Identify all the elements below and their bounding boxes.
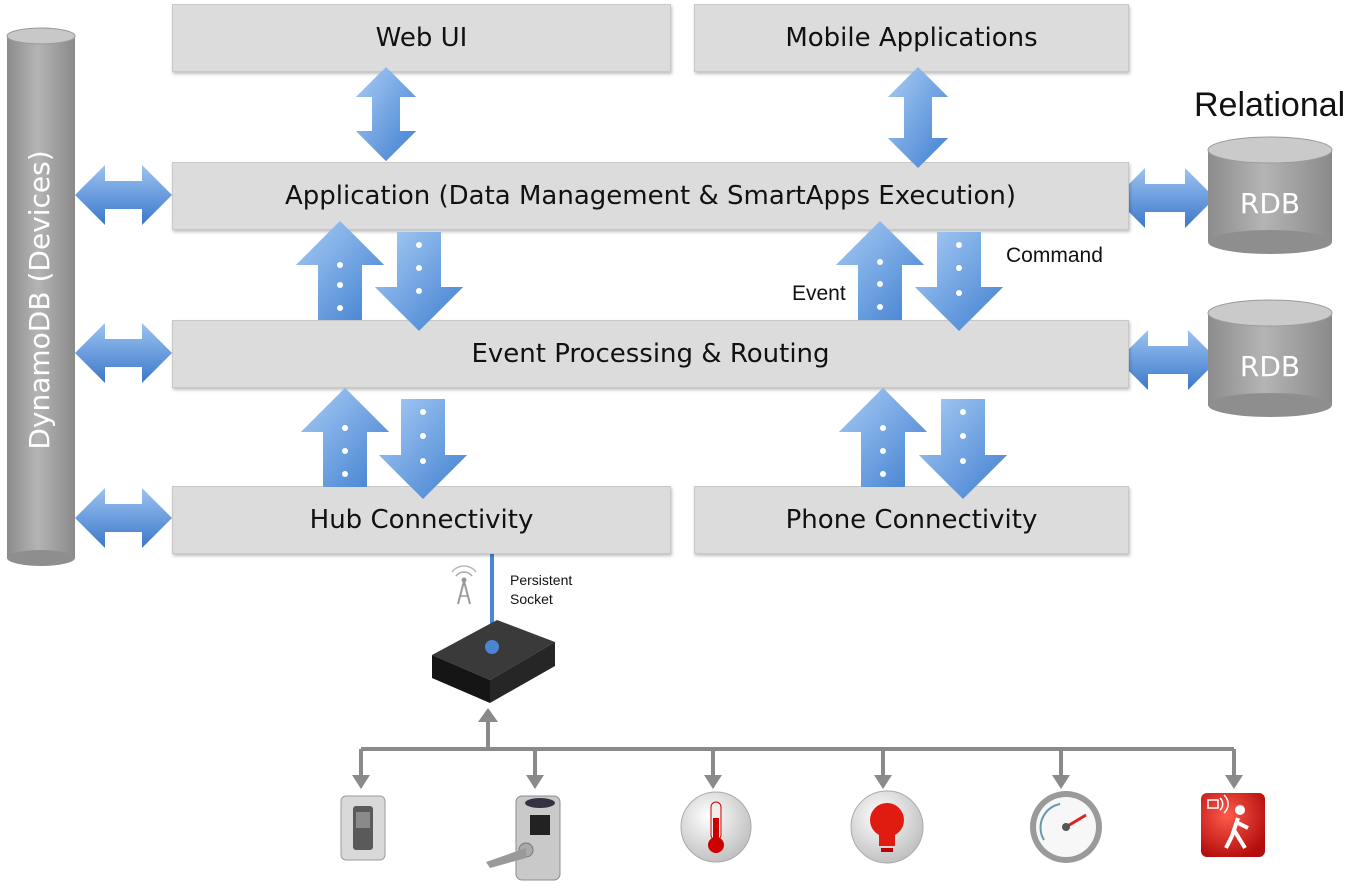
event-processing-box: Event Processing & Routing: [172, 320, 1129, 388]
persistent-socket-label: Persistent Socket: [510, 571, 572, 609]
dynamodb-app-double-arrow: [75, 165, 172, 225]
command-label: Command: [1006, 244, 1103, 267]
event-rdb-double-arrow: [1118, 330, 1218, 390]
thermometer-icon: [680, 791, 752, 863]
motion-sensor-icon: [1201, 793, 1265, 857]
hub-connectivity-label: Hub Connectivity: [309, 505, 534, 535]
hub-device-icon: [432, 620, 555, 703]
rdb-top-label: RDB: [1239, 187, 1301, 220]
event-up-arrow: [301, 388, 389, 487]
persistent-socket-line2: Socket: [510, 591, 553, 607]
command-down-arrow: [375, 232, 463, 331]
antenna-icon: [451, 565, 477, 605]
event-up-arrow: [839, 388, 927, 487]
light-bulb-icon: [850, 790, 924, 864]
web-ui-label: Web UI: [375, 23, 468, 53]
wall-switch-icon: [340, 795, 386, 861]
dynamodb-hub-double-arrow: [75, 488, 172, 548]
mobile-applications-label: Mobile Applications: [785, 23, 1038, 53]
command-down-arrow: [915, 232, 1003, 331]
event-label: Event: [792, 282, 846, 305]
device-bus-arrowheads: [352, 708, 1243, 789]
mobile-applications-box: Mobile Applications: [694, 4, 1129, 72]
command-down-arrow: [379, 399, 467, 499]
application-box: Application (Data Management & SmartApps…: [172, 162, 1129, 230]
web-ui-box: Web UI: [172, 4, 671, 72]
webui-app-double-arrow: [356, 67, 416, 161]
rdb-bottom-label: RDB: [1239, 350, 1301, 383]
device-bus: [359, 715, 1236, 780]
event-up-arrow: [836, 221, 924, 320]
dynamodb-cylinder: [6, 27, 76, 566]
app-rdb-double-arrow: [1115, 168, 1215, 228]
door-lock-icon: [486, 795, 561, 881]
command-down-arrow: [919, 399, 1007, 499]
application-label: Application (Data Management & SmartApps…: [284, 181, 1017, 211]
dynamodb-label: DynamoDB (Devices): [23, 150, 56, 450]
dynamodb-event-double-arrow: [75, 323, 172, 383]
gauge-icon: [1030, 791, 1102, 863]
mobile-app-double-arrow: [888, 67, 948, 168]
hub-connectivity-box: Hub Connectivity: [172, 486, 671, 554]
event-processing-label: Event Processing & Routing: [471, 339, 830, 369]
event-up-arrow: [296, 221, 384, 320]
rdb-cylinder-bottom: [1207, 299, 1333, 417]
rdb-cylinder-top: [1207, 136, 1333, 254]
phone-connectivity-box: Phone Connectivity: [694, 486, 1129, 554]
relational-label: Relational: [1194, 86, 1346, 124]
phone-connectivity-label: Phone Connectivity: [785, 505, 1038, 535]
persistent-socket-line1: Persistent: [510, 572, 573, 588]
